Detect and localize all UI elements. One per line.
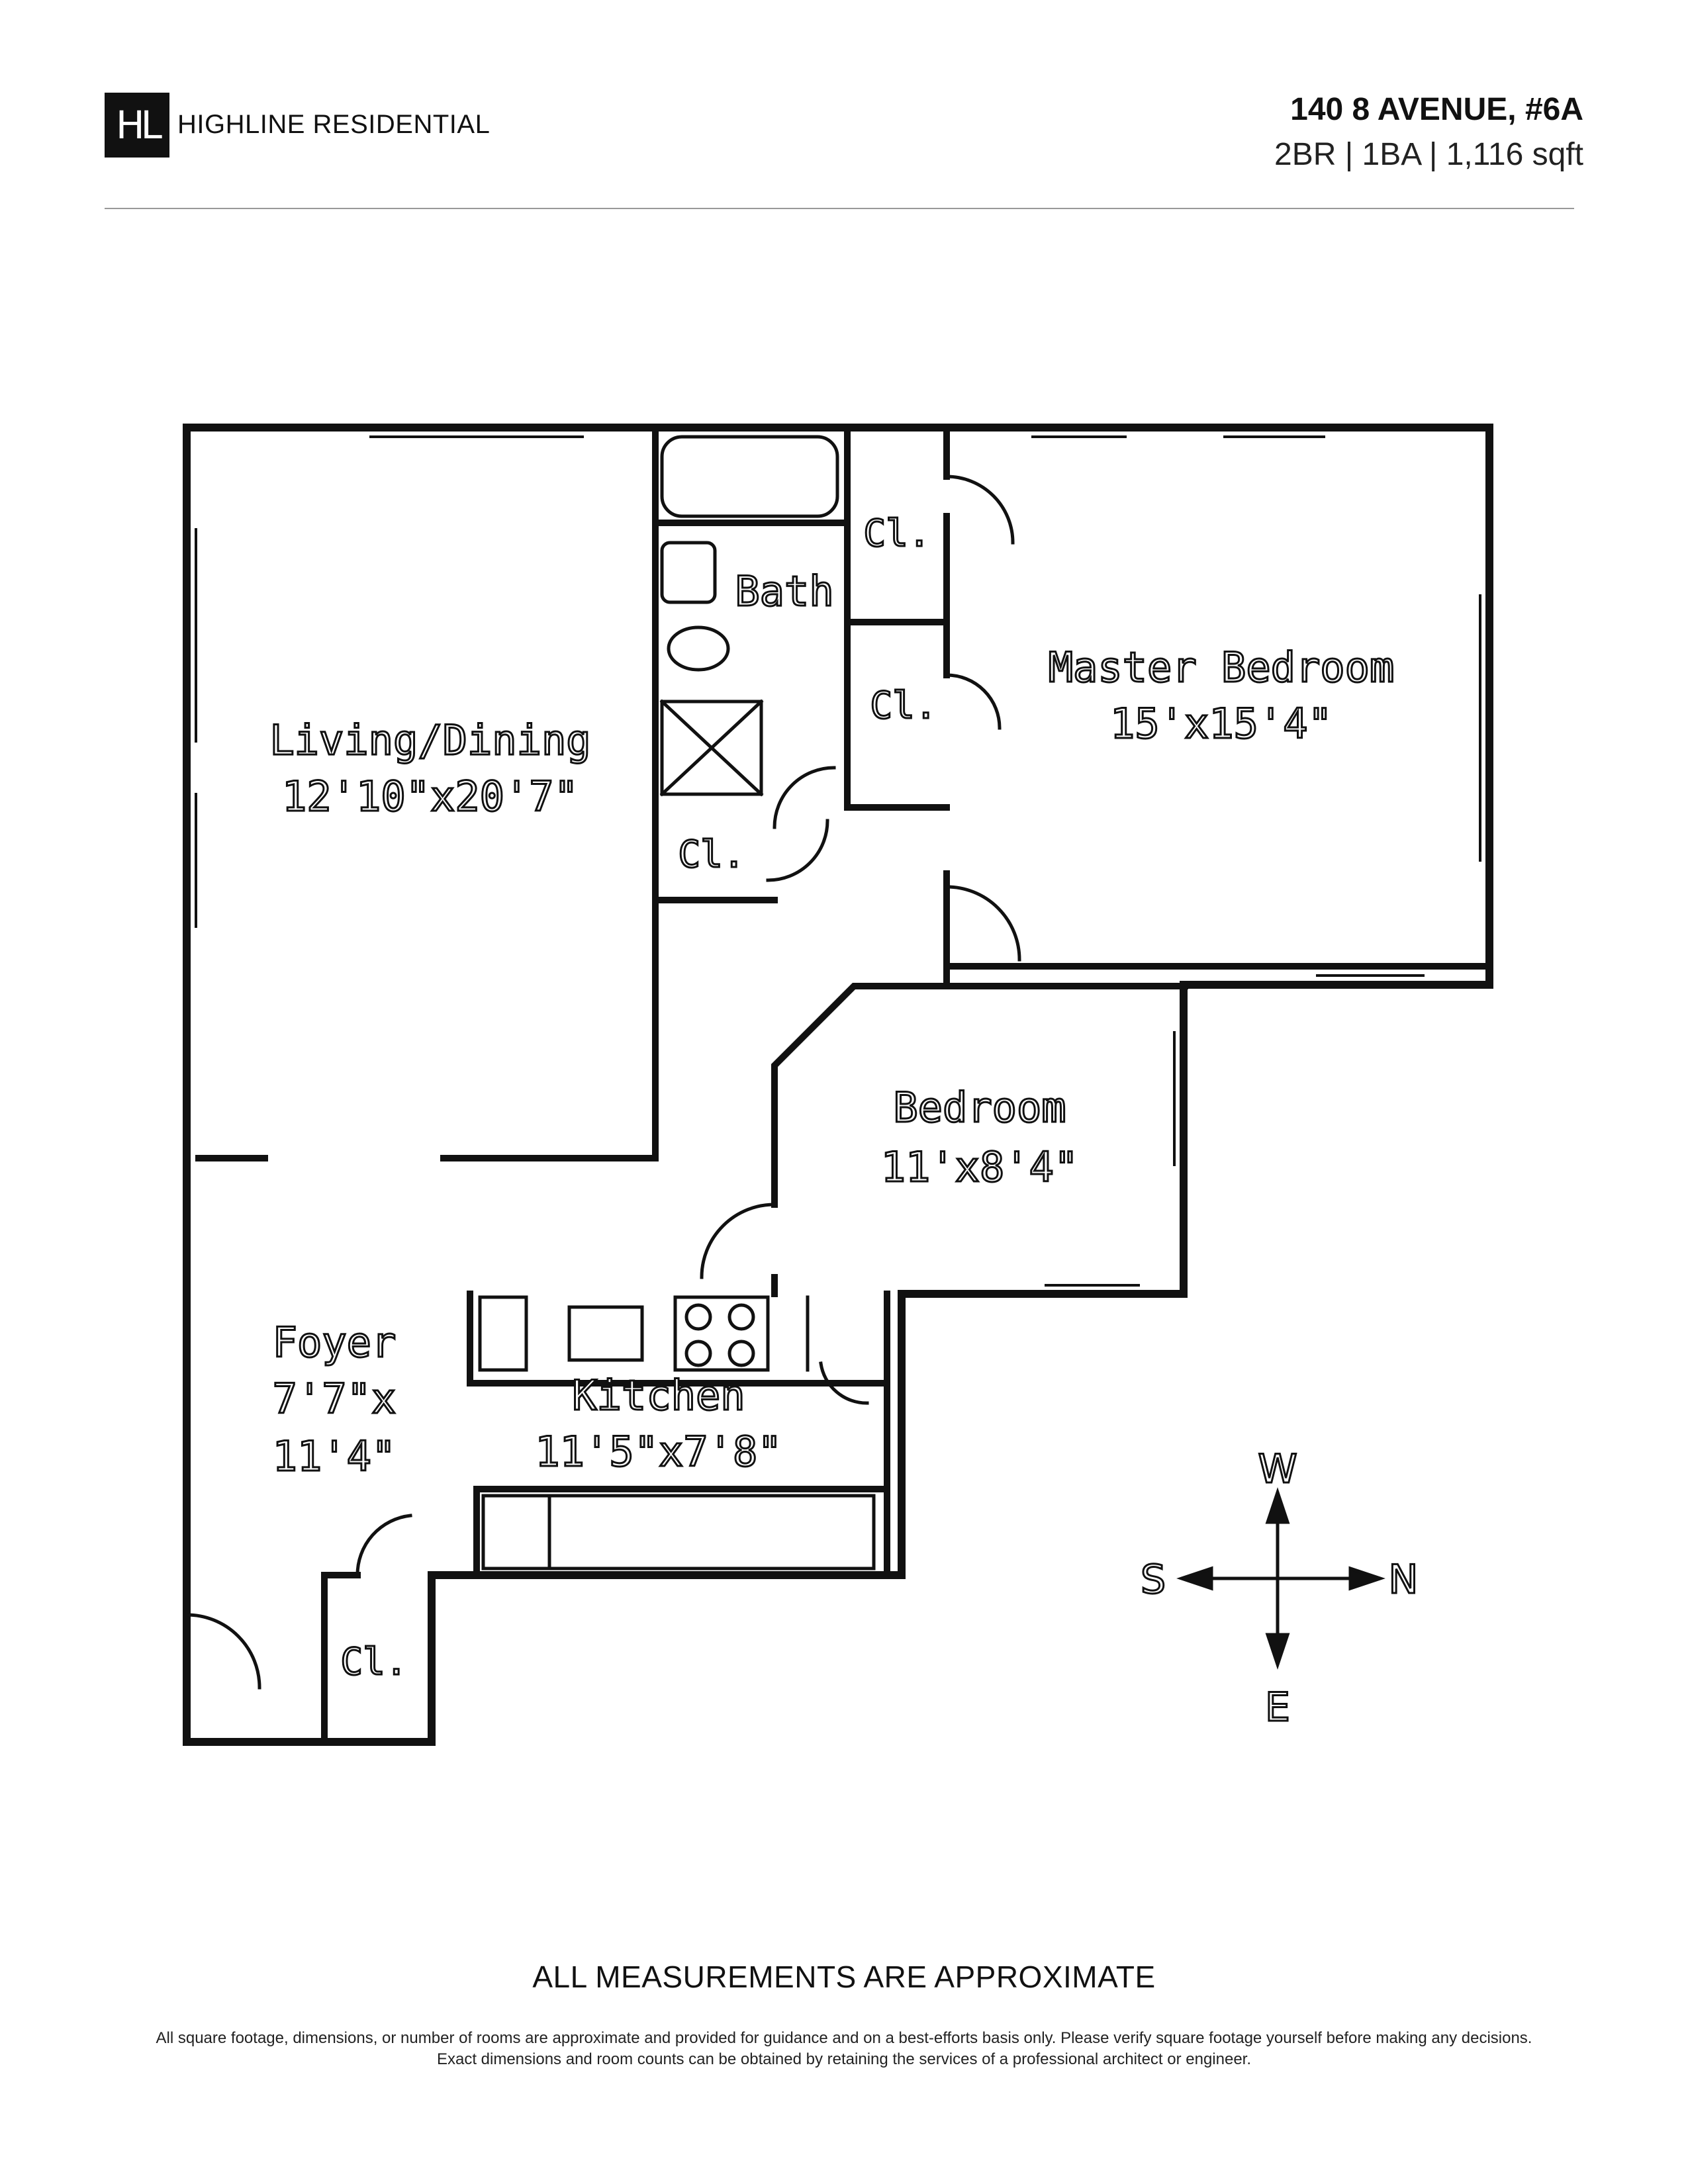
closet-label: Cl. xyxy=(870,684,937,727)
measurements-note: ALL MEASUREMENTS ARE APPROXIMATE xyxy=(532,1960,1156,1994)
room-foyer-dims-2: 11'4" xyxy=(273,1432,397,1480)
compass-west: W xyxy=(1258,1446,1297,1492)
kitchen-counter xyxy=(481,1494,876,1570)
kitchen-sink xyxy=(567,1305,644,1362)
room-foyer-name: Foyer xyxy=(273,1318,397,1367)
room-kitchen-name: Kitchen xyxy=(572,1371,745,1420)
interior-walls xyxy=(195,424,1493,1745)
room-master-dims: 15'x15'4" xyxy=(1110,700,1333,748)
header-divider xyxy=(105,208,1574,209)
room-kitchen-dims: 11'5"x7'8" xyxy=(535,1428,782,1476)
room-foyer-dims-1: 7'7"x xyxy=(273,1375,397,1423)
stove xyxy=(673,1295,770,1372)
room-bath-name: Bath xyxy=(735,567,833,615)
listing-address: 140 8 AVENUE, #6A xyxy=(1290,92,1583,127)
logo: HL xyxy=(105,93,169,158)
closet-label: Cl. xyxy=(340,1641,407,1684)
room-master-name: Master Bedroom xyxy=(1049,643,1395,692)
fridge xyxy=(478,1295,528,1372)
windows xyxy=(195,435,1481,1287)
compass-east: E xyxy=(1265,1684,1290,1731)
room-bedroom-name: Bedroom xyxy=(893,1083,1066,1132)
room-bedroom-dims: 11'x8'4" xyxy=(881,1143,1079,1191)
disclaimer: All square footage, dimensions, or numbe… xyxy=(156,2029,1532,2068)
compass-rose xyxy=(1176,1487,1385,1670)
listing-specs: 2BR | 1BA | 1,116 sqft xyxy=(1274,137,1583,172)
brand-name: HIGHLINE RESIDENTIAL xyxy=(177,110,491,139)
compass-north: N xyxy=(1389,1557,1419,1603)
room-living-name: Living/Dining xyxy=(269,716,590,764)
shower xyxy=(660,700,763,796)
closet-label: Cl. xyxy=(678,833,745,876)
fixtures xyxy=(478,435,876,1570)
sink xyxy=(660,541,717,604)
room-living-dims: 12'10"x20'7" xyxy=(282,772,579,821)
exterior-walls xyxy=(183,424,1493,1746)
compass-south: S xyxy=(1141,1557,1166,1603)
logo-mark: HL xyxy=(116,103,162,148)
door-swings xyxy=(185,475,1021,1690)
bathtub xyxy=(660,435,839,518)
closet-label: Cl. xyxy=(863,512,930,555)
toilet xyxy=(667,625,730,672)
